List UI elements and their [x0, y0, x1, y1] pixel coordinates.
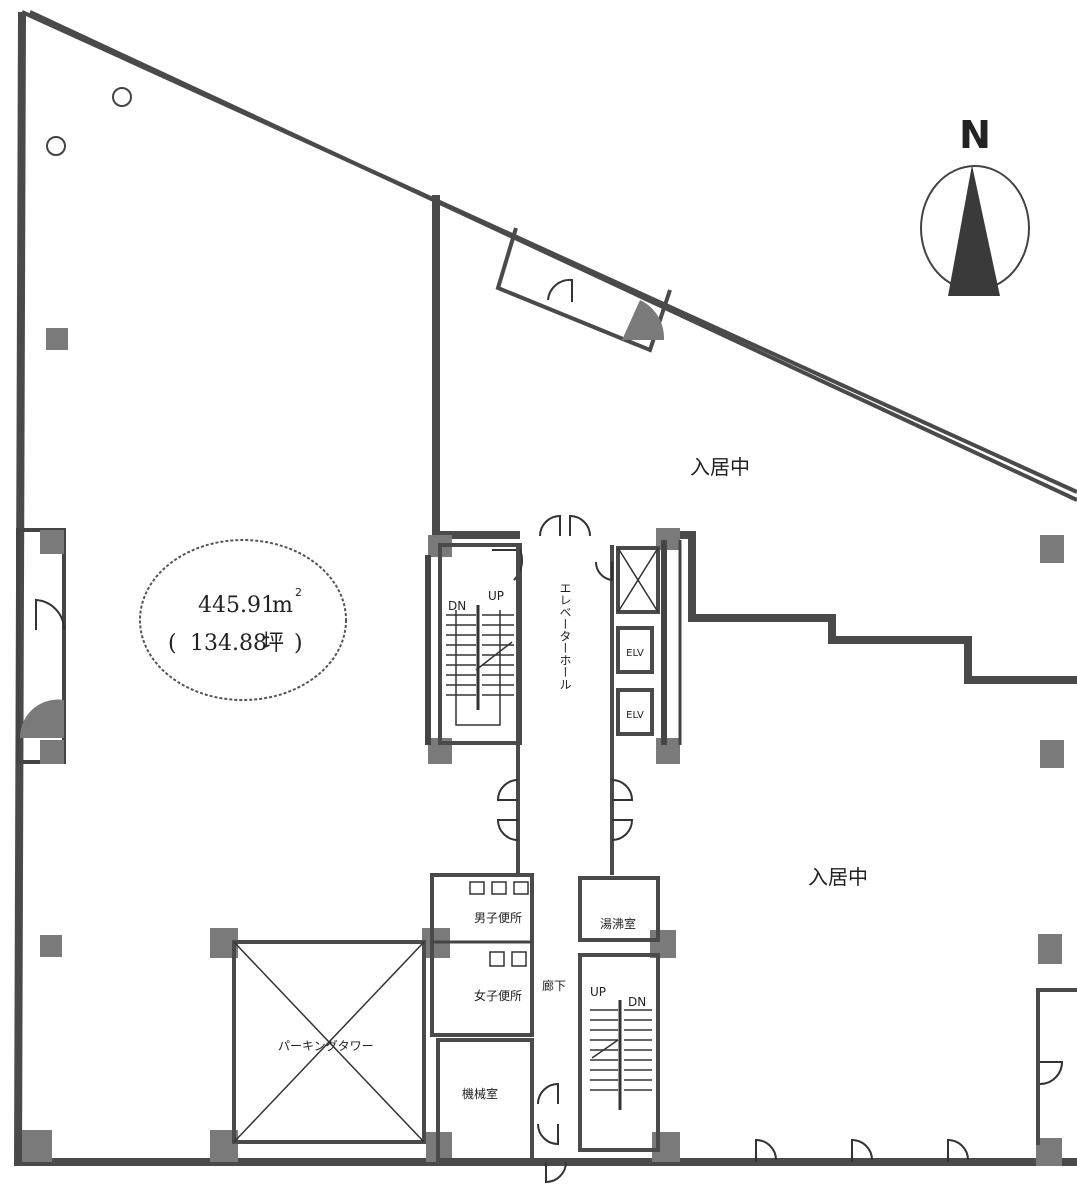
column-square: [1040, 740, 1064, 768]
east-stair-dn: DN: [628, 995, 646, 1009]
north-label: N: [959, 113, 991, 157]
compass-needle: [948, 165, 1000, 296]
cleaning-room-label: 湯沸室: [600, 916, 636, 931]
elevator-car-1: [616, 626, 654, 674]
elevator-hall-label: エレベーターホール: [558, 582, 572, 690]
column-square: [1040, 535, 1064, 563]
east-stair-enclosure: [578, 953, 660, 1152]
column-round: [46, 136, 66, 156]
door-swing: [594, 561, 613, 582]
parking-tower-frame: [232, 940, 426, 1144]
elevator-label-2: ELV: [626, 710, 644, 721]
parking-tower: パーキングタワー: [232, 940, 426, 1144]
room-occupied-north: 入居中: [690, 455, 750, 479]
west-stair-enclosure: [438, 543, 522, 745]
door-swing: [547, 278, 573, 302]
double-door: [539, 514, 591, 537]
column-square: [40, 935, 62, 957]
west-stair: DN UP: [425, 543, 523, 745]
area-tsubo-open: (: [168, 631, 177, 656]
womens-toilet-label: 女子便所: [474, 988, 522, 1003]
area-tsubo-unit: 坪: [262, 631, 284, 656]
elevator-core: ELV ELV: [594, 540, 682, 745]
compass: N: [920, 113, 1030, 296]
area-tsubo-close: ): [294, 631, 303, 656]
door-swing: [622, 300, 665, 340]
machine-room: [436, 1038, 534, 1162]
column-square: [1036, 1138, 1062, 1166]
east-entry: [1036, 988, 1077, 1145]
double-door: [496, 779, 519, 841]
column-square: [22, 1130, 52, 1162]
area-sqm-unit: m: [272, 593, 293, 618]
door-swing: [755, 1138, 777, 1162]
west-stair-dn: DN: [448, 599, 466, 613]
double-door: [611, 779, 634, 841]
column-square: [656, 738, 680, 764]
elevator-label-1: ELV: [626, 648, 644, 659]
column-square: [46, 328, 68, 350]
outer-walls: [13, 10, 1077, 1166]
column-square: [40, 530, 64, 554]
double-door: [537, 1082, 559, 1146]
toilet-block-frame: [430, 873, 534, 1037]
column-round: [112, 87, 132, 107]
column-square: [40, 740, 64, 764]
north-vestibule: [495, 227, 672, 353]
mens-toilet-label: 男子便所: [474, 911, 522, 925]
machine-room-label: 機械室: [462, 1086, 498, 1101]
door-swing: [19, 699, 65, 738]
door-swing: [1039, 1061, 1064, 1085]
column-square: [1038, 934, 1062, 964]
parking-tower-label: パーキングタワー: [278, 1039, 374, 1053]
west-entry: [16, 528, 66, 764]
toilet-block: 男子便所 女子便所 廊下 機械室: [430, 873, 566, 1162]
door-swing: [35, 598, 66, 631]
south-doors: [545, 1138, 969, 1184]
area-sqm-exp: 2: [295, 586, 302, 599]
area-tsubo: 134.88: [190, 631, 267, 656]
west-stair-up: UP: [488, 589, 504, 603]
area-circle: [139, 539, 347, 701]
door-swing: [545, 1161, 567, 1184]
room-occupied-east: 入居中: [808, 865, 868, 889]
east-stair-up: UP: [590, 985, 606, 999]
east-service: 湯沸室 UP DN: [578, 876, 660, 1152]
corridor-label: 廊下: [542, 978, 566, 993]
elevator-hall: エレベーターホール: [496, 514, 634, 875]
door-swing: [947, 1138, 969, 1162]
area-sqm: 445.91: [198, 593, 275, 618]
elevator-car-2: [616, 688, 654, 736]
elevator-shaft: [616, 546, 660, 614]
area-annotation: 445.91 m 2 ( 134.88 坪 ): [139, 539, 347, 701]
door-swing: [851, 1138, 873, 1162]
cleaning-room: [578, 876, 660, 942]
